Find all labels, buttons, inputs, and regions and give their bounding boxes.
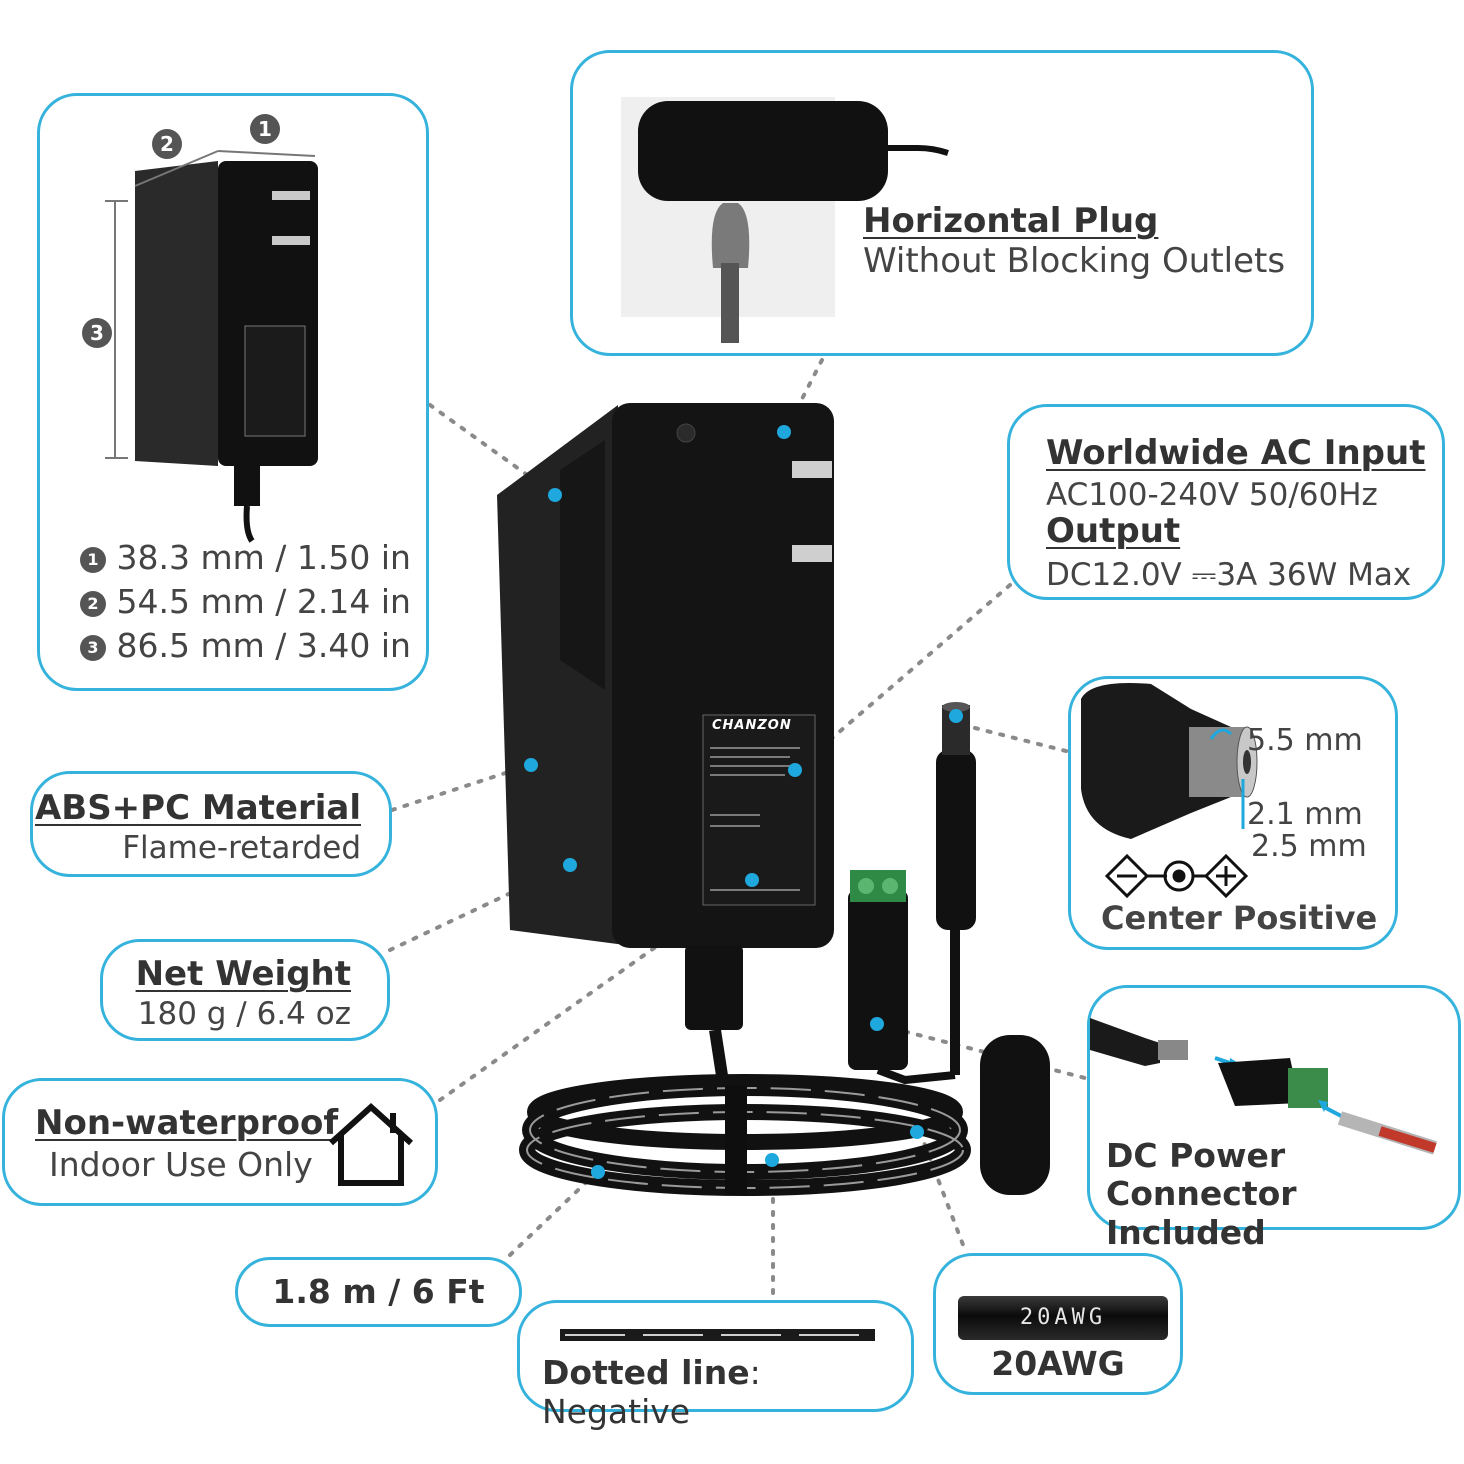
indicator-dot xyxy=(563,858,577,872)
connector-line1: DC Power xyxy=(1106,1136,1286,1175)
weight-value: 180 g / 6.4 oz xyxy=(137,996,351,1032)
marker-2: 2 xyxy=(152,129,182,159)
ac-input-output-callout: Worldwide AC Input AC100-240V 50/60Hz Ou… xyxy=(1007,404,1445,600)
waterproof-subtitle: Indoor Use Only xyxy=(49,1145,313,1184)
outer-diameter: 5.5 mm xyxy=(1247,723,1363,758)
polarity-label: Center Positive xyxy=(1101,899,1378,937)
material-title: ABS+PC Material xyxy=(34,788,361,828)
material-callout: ABS+PC Material Flame-retarded xyxy=(30,771,392,877)
dimension-item: 2 54.5 mm / 2.14 in xyxy=(80,580,411,624)
dotted-line-label: Dotted line: Negative xyxy=(542,1353,761,1431)
dotted-line-callout: Dotted line: Negative xyxy=(517,1300,914,1431)
indicator-dot xyxy=(524,758,538,772)
dimensions-list: 1 38.3 mm / 1.50 in 2 54.5 mm / 2.14 in … xyxy=(80,536,411,668)
dc-connector-callout: DC Power Connector Included xyxy=(1087,985,1461,1252)
awg-callout: 20AWG 20AWG xyxy=(933,1253,1183,1395)
indicator-dot xyxy=(870,1017,884,1031)
waterproof-title: Non-waterproof xyxy=(35,1103,339,1143)
small-adapter-illustration xyxy=(105,150,318,543)
dimension-item: 3 86.5 mm / 3.40 in xyxy=(80,624,411,668)
indicator-dot xyxy=(777,425,791,439)
material-subtitle: Flame-retarded xyxy=(122,830,361,866)
dimensions-callout: 2 1 3 1 38.3 mm / 1.50 in 2 54.5 mm / 2.… xyxy=(37,93,429,691)
marker-1: 1 xyxy=(250,114,280,144)
input-title: Worldwide AC Input xyxy=(1046,433,1426,473)
marker-3: 3 xyxy=(82,318,112,348)
awg-wire-sample: 20AWG xyxy=(958,1296,1168,1340)
indicator-dot xyxy=(788,763,802,777)
cable-length: 1.8 m / 6 Ft xyxy=(272,1272,485,1311)
waterproof-callout: Non-waterproof Indoor Use Only xyxy=(2,1078,438,1206)
barrel-plug-callout: 5.5 mm 2.1 mm 2.5 mm Center Positive xyxy=(1068,676,1398,950)
house-icon xyxy=(328,1102,414,1186)
weight-title: Net Weight xyxy=(135,954,351,994)
polarity-symbol-icon xyxy=(1104,853,1249,899)
cable-length-callout: 1.8 m / 6 Ft xyxy=(235,1257,522,1327)
negative-wire-sample xyxy=(560,1329,875,1341)
indicator-dot xyxy=(910,1125,924,1139)
brand-label: CHANZON xyxy=(712,718,792,733)
dimension-item: 1 38.3 mm / 1.50 in xyxy=(80,536,411,580)
plug-title: Horizontal Plug xyxy=(863,201,1159,241)
output-title: Output xyxy=(1046,511,1181,551)
connector-line2: Connector Included xyxy=(1106,1174,1297,1252)
inner-diameter-1: 2.1 mm xyxy=(1247,797,1363,832)
indicator-dot xyxy=(745,873,759,887)
barrel-plug-illustration xyxy=(1081,683,1258,839)
connector-illustration xyxy=(1090,1018,1438,1155)
input-value: AC100-240V 50/60Hz xyxy=(1046,477,1378,513)
horizontal-plug-callout: Horizontal Plug Without Blocking Outlets xyxy=(570,50,1314,356)
awg-label: 20AWG xyxy=(991,1344,1125,1383)
indicator-dot xyxy=(591,1165,605,1179)
indicator-dot xyxy=(548,488,562,502)
indicator-dot xyxy=(765,1153,779,1167)
output-value: DC12.0V ⎓3A 36W Max xyxy=(1046,557,1412,593)
net-weight-callout: Net Weight 180 g / 6.4 oz xyxy=(100,939,390,1041)
wall-outlet-illustration xyxy=(621,97,949,343)
indicator-dot xyxy=(949,709,963,723)
inner-diameter-2: 2.5 mm xyxy=(1251,829,1367,864)
plug-subtitle: Without Blocking Outlets xyxy=(863,241,1286,281)
